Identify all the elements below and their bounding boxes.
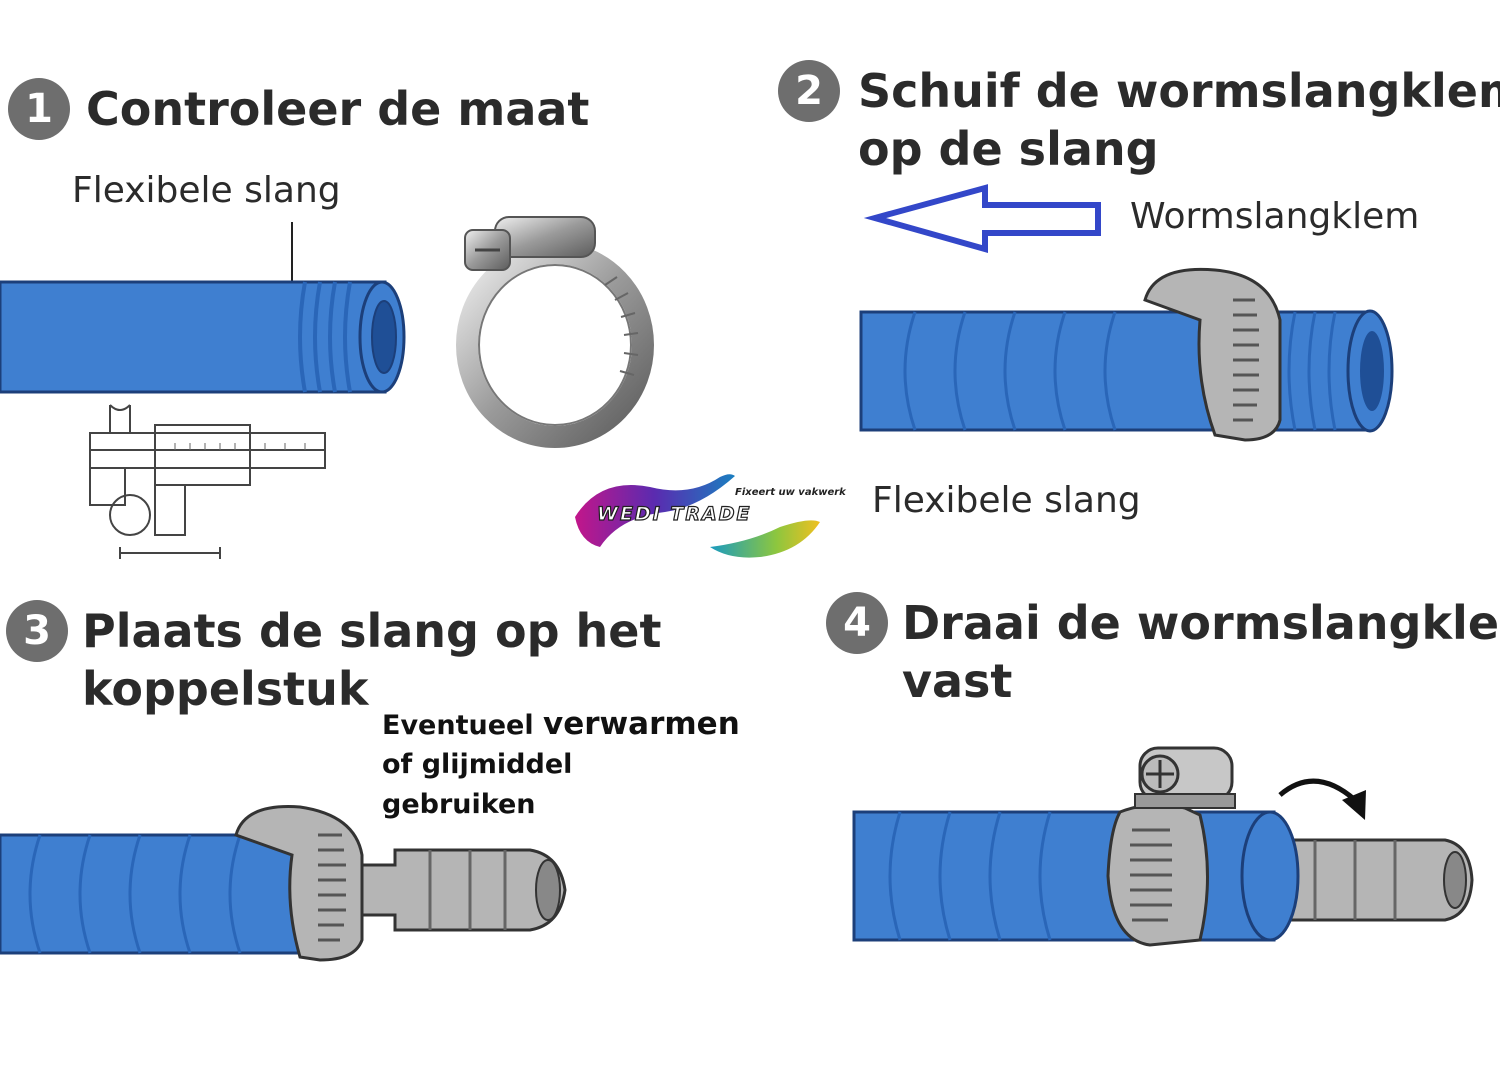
logo-swoosh xyxy=(575,474,820,558)
rotate-arrow-icon xyxy=(1278,778,1366,820)
step-3-title-line-2: koppelstuk xyxy=(82,662,369,716)
step-4-title-line-1: Draai de wormslangklem xyxy=(902,596,1500,650)
step-1-badge: 1 xyxy=(8,78,70,140)
step-3-badge: 3 xyxy=(6,600,68,662)
step-4-badge: 4 xyxy=(826,592,888,654)
step-2-badge: 2 xyxy=(778,60,840,122)
clamp-label-step-2: Wormslangklem xyxy=(1130,196,1420,237)
logo-tagline: Fixeert uw vakwerk xyxy=(735,487,846,498)
left-arrow-icon xyxy=(863,184,1101,253)
note-step-3-line-2: of glijmiddel xyxy=(382,749,573,780)
hose-clamp-icon xyxy=(456,216,654,448)
hose-2-illustration xyxy=(859,267,1394,442)
hose-label-step-1: Flexibele slang xyxy=(72,170,341,211)
step-4-title-line-2: vast xyxy=(902,654,1013,708)
note-step-3-line-3: gebruiken xyxy=(382,789,536,820)
note-step-3-line-1: Eventueel verwarmen xyxy=(382,706,740,742)
hose-3-illustration xyxy=(0,805,567,962)
step-2-title-line-1: Schuif de wormslangklem xyxy=(858,64,1500,118)
step-1-title: Controleer de maat xyxy=(86,82,590,136)
caliper-icon xyxy=(89,404,326,559)
step-3-title-line-1: Plaats de slang op het xyxy=(82,604,662,658)
logo-name: WEDI TRADE xyxy=(596,502,752,525)
hose-label-step-2: Flexibele slang xyxy=(872,480,1141,521)
hose-4-illustration xyxy=(852,746,1474,947)
step-2-title-line-2: op de slang xyxy=(858,122,1159,176)
